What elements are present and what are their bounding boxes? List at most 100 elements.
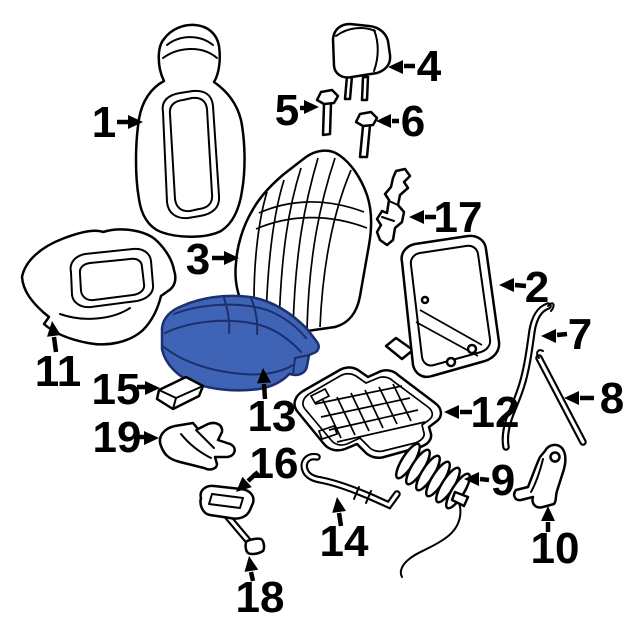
- callout-number: 3: [186, 235, 210, 284]
- detail-line: [381, 216, 395, 222]
- callout-2[interactable]: 2: [499, 263, 549, 312]
- seam-line: [335, 27, 376, 37]
- wire-tail: [399, 497, 462, 578]
- part-latch-bracket[interactable]: [375, 167, 412, 247]
- channel-seam: [265, 179, 285, 319]
- ferrule-tick: [353, 486, 360, 500]
- part-seat-back-cover-right[interactable]: [234, 149, 373, 336]
- callout-number: 17: [434, 193, 483, 242]
- arrowhead: [224, 251, 239, 265]
- guide-shaft: [321, 101, 333, 137]
- guide-cap: [315, 88, 340, 106]
- callout-16[interactable]: 16: [236, 439, 298, 492]
- pan-inner-edge: [302, 372, 434, 453]
- callout-number: 15: [92, 365, 141, 414]
- cross-seam: [250, 297, 259, 335]
- leader-line: [479, 476, 490, 483]
- part-outline: [158, 421, 236, 471]
- part-seat-cushion-with-armrest[interactable]: [20, 228, 177, 346]
- callout-3[interactable]: 3: [186, 235, 239, 284]
- arrowhead: [257, 368, 271, 384]
- part-torsion-rod[interactable]: [300, 452, 401, 510]
- armrest-lid-inner: [78, 257, 146, 302]
- cross-seam: [255, 216, 368, 230]
- arrowhead: [388, 60, 403, 74]
- callout-number: 7: [568, 310, 592, 359]
- part-recliner-handle[interactable]: [199, 484, 255, 547]
- part-seat-back-cover-left[interactable]: [134, 23, 246, 238]
- part-spacer-block[interactable]: [155, 375, 205, 411]
- brace-line: [419, 309, 483, 346]
- callout-10[interactable]: 10: [531, 506, 580, 573]
- callout-5[interactable]: 5: [275, 86, 319, 135]
- guide-cap: [354, 110, 379, 128]
- part-handle-knob[interactable]: [244, 537, 266, 556]
- callout-14[interactable]: 14: [320, 497, 369, 566]
- part-outline: [375, 167, 412, 247]
- cross-seam: [258, 201, 365, 214]
- channel-seam: [253, 191, 268, 301]
- channel-seam: [292, 157, 319, 331]
- callout-13[interactable]: 13: [248, 368, 297, 441]
- callout-19[interactable]: 19: [93, 413, 159, 462]
- callout-number: 18: [236, 573, 285, 622]
- channel-seam: [319, 169, 352, 328]
- handle-head: [199, 484, 255, 520]
- part-release-cable[interactable]: [501, 302, 555, 451]
- part-spring-coil-with-wire[interactable]: [392, 441, 473, 578]
- callout-12[interactable]: 12: [444, 388, 519, 437]
- seam-line: [373, 29, 379, 72]
- part-seat-pan[interactable]: [293, 366, 443, 459]
- leader-line: [514, 282, 527, 289]
- part-seat-cushion-cover-highlighted[interactable]: [160, 294, 320, 392]
- leader-line: [556, 331, 568, 338]
- callout-18[interactable]: 18: [236, 556, 285, 622]
- callout-9[interactable]: 9: [464, 456, 515, 505]
- arrowhead: [444, 405, 459, 419]
- mid-seam: [164, 319, 302, 353]
- clip-detail: [195, 429, 215, 449]
- cross-seam: [223, 297, 231, 334]
- callout-number: 9: [491, 456, 515, 505]
- callout-17[interactable]: 17: [409, 193, 482, 242]
- callout-number: 13: [248, 392, 297, 441]
- bracket-edge: [530, 458, 544, 493]
- rivet-hole: [445, 356, 457, 368]
- rivet-hole: [420, 295, 430, 305]
- part-seat-back-frame[interactable]: [384, 234, 501, 379]
- handle-slot: [208, 493, 244, 509]
- grid-line: [336, 421, 426, 443]
- channel-seam: [278, 167, 302, 329]
- callout-4[interactable]: 4: [388, 42, 442, 91]
- grid-line: [350, 392, 370, 432]
- callout-number: 6: [401, 97, 425, 146]
- arrowhead: [564, 391, 579, 405]
- callout-number: 14: [320, 517, 369, 566]
- callout-number: 16: [250, 439, 299, 488]
- arrowhead: [541, 506, 555, 521]
- part-retainer-clip[interactable]: [158, 421, 236, 471]
- part-mounting-bracket[interactable]: [512, 443, 567, 509]
- callout-6[interactable]: 6: [376, 97, 425, 146]
- part-support-rod[interactable]: [535, 349, 587, 446]
- rod-tube-core: [537, 356, 585, 444]
- callout-1[interactable]: 1: [92, 98, 143, 147]
- arrowhead: [464, 472, 479, 486]
- callout-15[interactable]: 15: [92, 365, 160, 414]
- part-headrest-guide-right[interactable]: [354, 110, 379, 159]
- headrest-post: [360, 75, 370, 102]
- callout-11[interactable]: 11: [35, 321, 82, 396]
- headrest-post: [343, 74, 354, 101]
- side-flap-seam: [292, 354, 310, 375]
- arrowhead: [128, 115, 143, 129]
- cushion-seam: [59, 307, 131, 320]
- panel-seam-inner: [168, 96, 214, 213]
- panel-seam: [161, 89, 221, 220]
- callout-number: 4: [417, 42, 442, 91]
- callout-7[interactable]: 7: [541, 310, 592, 359]
- part-headrest-guide-left[interactable]: [315, 88, 340, 137]
- block-edge: [172, 397, 177, 410]
- part-headrest[interactable]: [331, 22, 392, 102]
- callout-8[interactable]: 8: [564, 374, 624, 423]
- leader-line: [246, 470, 260, 483]
